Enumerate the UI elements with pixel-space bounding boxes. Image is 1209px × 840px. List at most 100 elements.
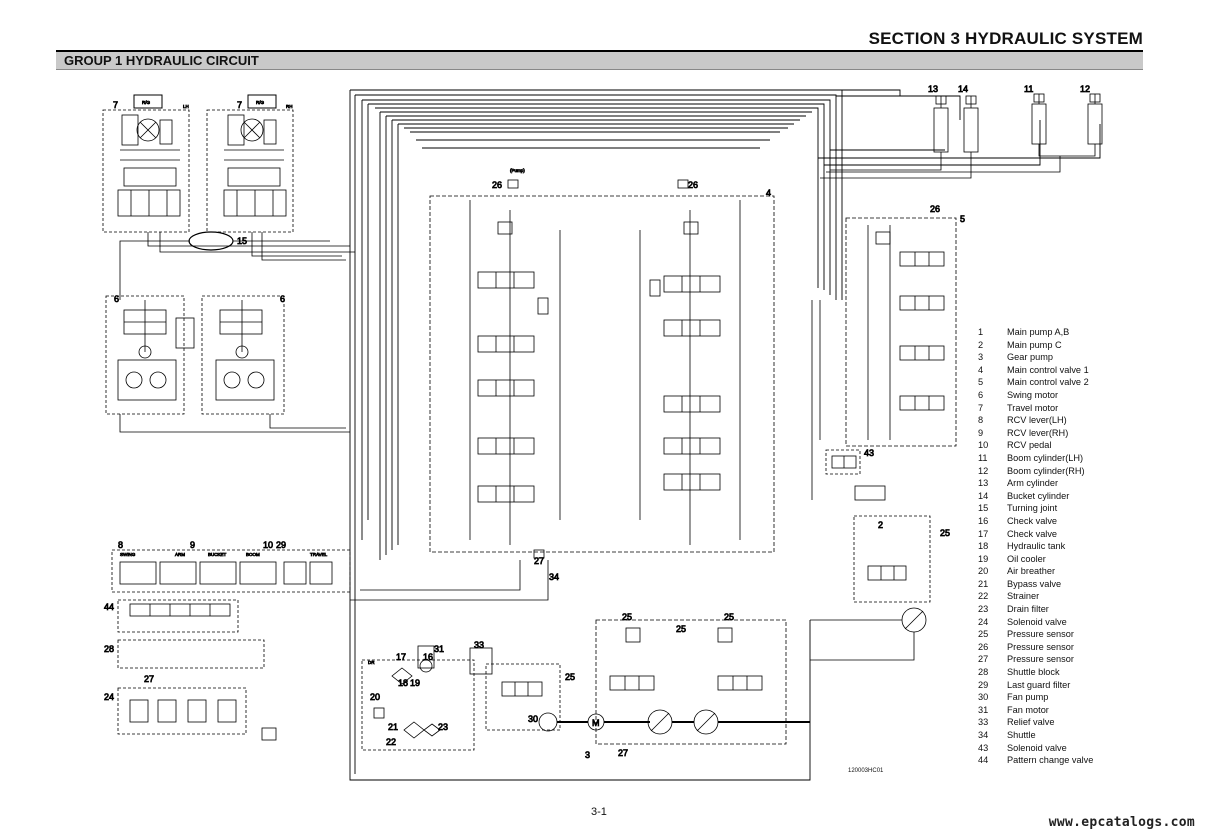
hydraulic-tank <box>361 659 475 751</box>
legend-label: Arm cylinder <box>1007 478 1059 489</box>
legend-label: Pressure sensor <box>1007 629 1074 640</box>
legend-label: Pattern change valve <box>1007 755 1094 766</box>
legend-label: Check valve <box>1007 515 1058 526</box>
legend-label: Bucket cylinder <box>1007 490 1070 501</box>
callout-10: 10 <box>263 540 273 550</box>
callout-33: 33 <box>474 640 484 650</box>
callout-7-rh: 7 <box>237 100 242 110</box>
callout-31: 31 <box>434 644 444 654</box>
legend-label: Drain filter <box>1007 604 1049 615</box>
legend-label: Boom cylinder(RH) <box>1007 465 1085 476</box>
boom-cylinder-lh <box>1031 93 1047 145</box>
drawing-code: 120003HC01 <box>848 768 884 774</box>
bucket-label: BUCKET <box>208 552 227 557</box>
legend-num: 24 <box>978 616 989 627</box>
legend-num: 23 <box>978 604 989 615</box>
arm-label: ARM <box>175 552 185 557</box>
callout-23: 23 <box>438 722 448 732</box>
callout-12: 12 <box>1080 84 1090 94</box>
legend-label: Pressure sensor <box>1007 641 1074 652</box>
swing-motor-rh <box>201 295 285 415</box>
legend-num: 1 <box>978 327 984 337</box>
shuttle-block <box>117 639 265 669</box>
pattern-change-valve <box>117 599 239 633</box>
legend-row: 26 Pressure sensor <box>978 641 1138 654</box>
callout-5: 5 <box>960 214 965 224</box>
legend-label: RCV lever(RH) <box>1007 427 1069 438</box>
legend-label: RCV pedal <box>1007 440 1052 451</box>
relief-valve <box>469 647 493 675</box>
solenoid-valve-24 <box>117 687 247 735</box>
rg-label-rh: R/G <box>256 100 265 105</box>
callout-2: 2 <box>878 520 883 530</box>
callout-29: 29 <box>276 540 286 550</box>
callout-9: 9 <box>190 540 195 550</box>
callout-3: 3 <box>585 750 590 760</box>
swing-motor-lh <box>105 295 185 415</box>
legend-label: RCV lever(LH) <box>1007 415 1067 426</box>
legend-num: 27 <box>978 654 989 665</box>
legend-num: 44 <box>978 755 989 766</box>
callout-14: 14 <box>958 84 968 94</box>
legend-num: 2 <box>978 339 984 350</box>
callout-6-rh: 6 <box>280 294 285 304</box>
legend-num: 26 <box>978 641 989 652</box>
callout-6-lh: 6 <box>114 294 119 304</box>
legend-num: 31 <box>978 704 989 715</box>
callout-16: 16 <box>423 652 433 662</box>
legend-num: 17 <box>978 528 989 539</box>
legend-num: 33 <box>978 717 989 728</box>
legend-row: 13 Arm cylinder <box>978 477 1138 490</box>
legend-label: Boom cylinder(LH) <box>1007 452 1084 463</box>
callout-30: 30 <box>528 714 538 724</box>
callout-25-pump-b: 25 <box>724 612 734 622</box>
legend-num: 29 <box>978 679 989 690</box>
callout-27-gear: 27 <box>618 748 628 758</box>
legend-label: Main control valve 2 <box>1007 377 1089 388</box>
legend-label: Air breather <box>1007 566 1056 577</box>
legend-label: Check valve <box>1007 528 1058 539</box>
callout-26-mcv2: 26 <box>930 204 940 214</box>
rh-label: RH <box>286 104 293 109</box>
travel-motor-lh: R/G LH <box>102 94 190 233</box>
legend-num: 13 <box>978 478 989 489</box>
callout-8: 8 <box>118 540 123 550</box>
group-title: GROUP 1 HYDRAULIC CIRCUIT <box>64 53 259 68</box>
watermark-link[interactable]: www.epcatalogs.com <box>1048 815 1195 830</box>
legend-num: 16 <box>978 515 989 526</box>
legend-num: 34 <box>978 730 989 740</box>
callout-43: 43 <box>864 448 874 458</box>
callout-25-fan: 25 <box>565 672 575 682</box>
legend-num: 25 <box>978 629 989 640</box>
legend-num: 19 <box>978 553 989 564</box>
callout-27-mcv: 27 <box>534 556 544 566</box>
callout-11: 11 <box>1024 84 1033 94</box>
main-control-valve-1 <box>429 179 775 553</box>
legend-num: 18 <box>978 541 989 552</box>
legend-num: 8 <box>978 415 984 426</box>
legend-label: Bypass valve <box>1007 578 1062 589</box>
legend-num: 43 <box>978 742 989 753</box>
legend-num: 14 <box>978 490 989 501</box>
legend-row: 14 Bucket cylinder <box>978 490 1138 503</box>
callout-26-right: 26 <box>688 180 698 190</box>
legend-num: 3 <box>978 352 984 363</box>
callout-34: 34 <box>549 572 559 582</box>
travel-label: TRAVEL <box>310 552 328 557</box>
legend-label: Main pump A,B <box>1007 327 1070 337</box>
legend-num: 9 <box>978 427 984 438</box>
main-pump-c <box>853 515 931 603</box>
